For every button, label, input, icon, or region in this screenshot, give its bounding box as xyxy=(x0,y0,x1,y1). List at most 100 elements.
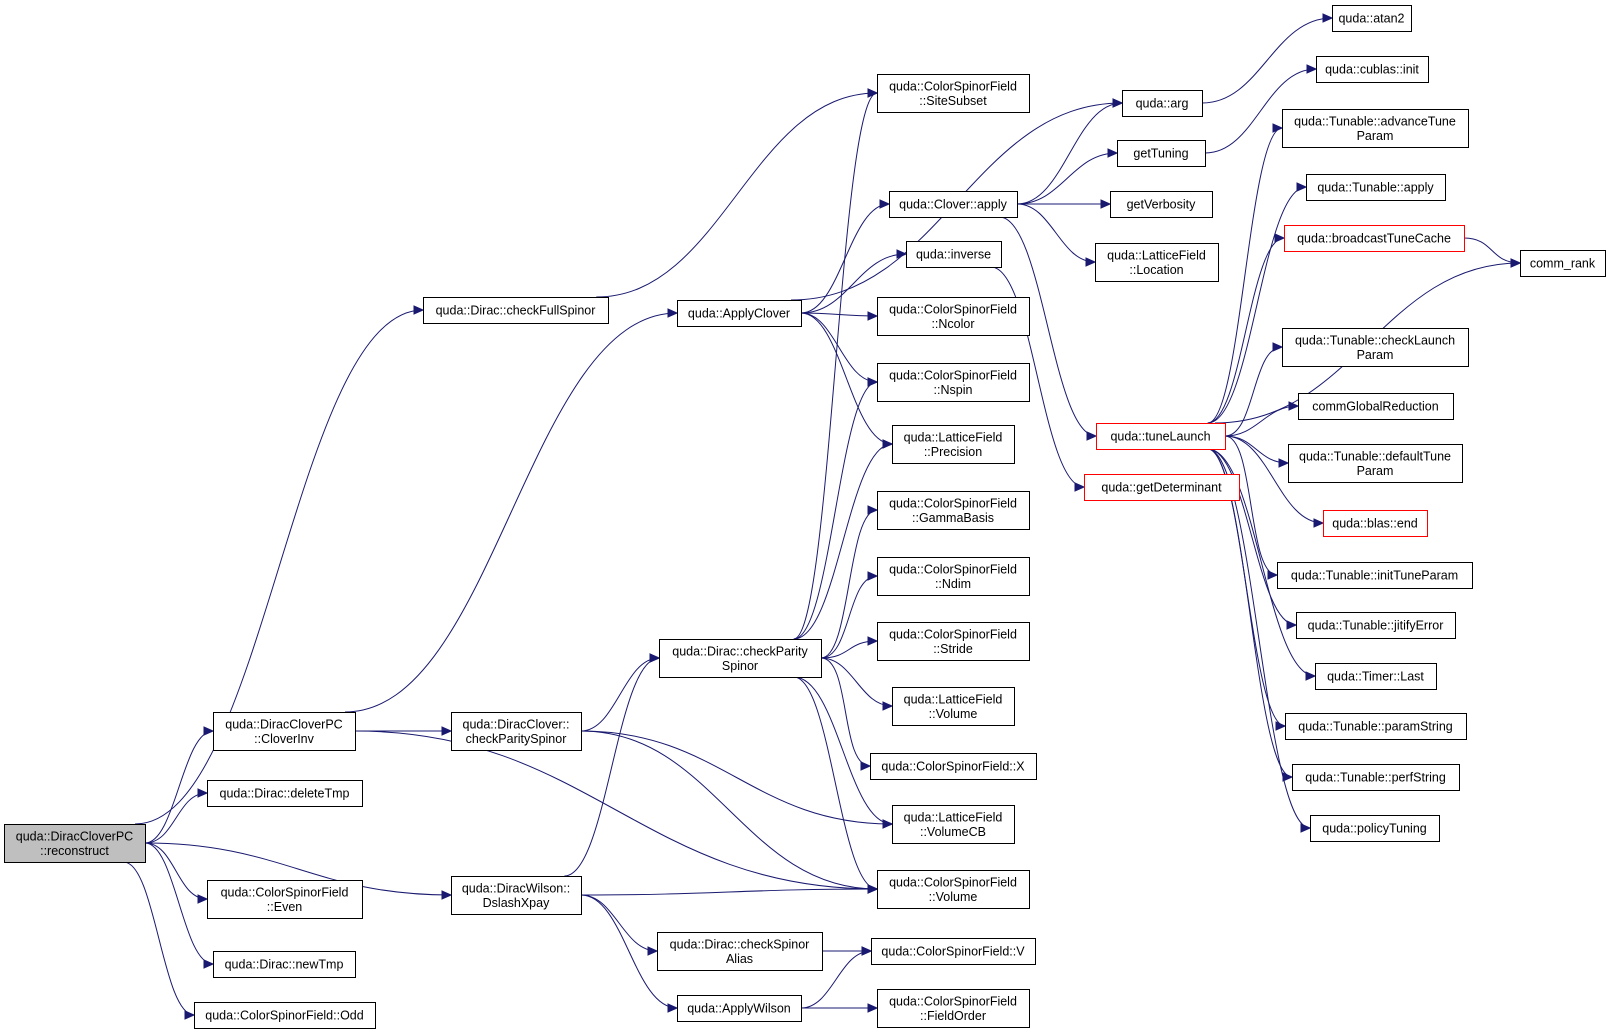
edge-CloverInv-to-CSFVolume xyxy=(354,730,879,894)
node-label: getTuning xyxy=(1133,147,1188,161)
node-getTuning[interactable]: getTuning xyxy=(1117,140,1206,167)
node-atan2[interactable]: quda::atan2 xyxy=(1332,5,1412,32)
edge-line xyxy=(793,676,878,890)
node-Nspin[interactable]: quda::ColorSpinorField::Nspin xyxy=(877,363,1030,402)
node-box xyxy=(1285,713,1467,740)
node-label: comm_rank xyxy=(1530,257,1596,271)
node-CSFV[interactable]: quda::ColorSpinorField::V xyxy=(871,938,1036,965)
node-getVerbosity[interactable]: getVerbosity xyxy=(1110,191,1213,218)
edge-line xyxy=(800,312,893,445)
edge-tuneLaunch-to-timerLast xyxy=(1207,448,1317,681)
edge-arrowhead xyxy=(649,653,661,663)
node-policyTuning[interactable]: quda::policyTuning xyxy=(1310,815,1440,842)
node-cloverCheckParity[interactable]: quda::DiracClover::checkParitySpinor xyxy=(451,712,582,751)
edge-arrowhead xyxy=(867,1003,879,1013)
node-FieldOrder[interactable]: quda::ColorSpinorField::FieldOrder xyxy=(877,989,1030,1028)
node-Ncolor[interactable]: quda::ColorSpinorField::Ncolor xyxy=(877,297,1030,336)
edge-arrowhead xyxy=(1282,772,1294,782)
node-Even[interactable]: quda::ColorSpinorField::Even xyxy=(207,880,363,919)
node-broadcastTuneCache[interactable]: quda::broadcastTuneCache xyxy=(1284,225,1465,252)
node-paramString[interactable]: quda::Tunable::paramString xyxy=(1285,713,1467,740)
node-label: Param xyxy=(1357,348,1394,362)
node-box xyxy=(1282,328,1469,367)
node-ApplyWilson[interactable]: quda::ApplyWilson xyxy=(677,995,802,1022)
edge-arrowhead xyxy=(867,377,879,387)
node-blasEnd[interactable]: quda::blas::end xyxy=(1323,510,1428,537)
node-CloverApply[interactable]: quda::Clover::apply xyxy=(889,191,1018,218)
edge-broadcastTuneCache-to-commRank xyxy=(1463,237,1522,268)
edge-checkParitySpinor-to-Precision xyxy=(793,439,894,640)
edges-layer xyxy=(123,13,1522,1020)
node-SiteSubset[interactable]: quda::ColorSpinorField::SiteSubset xyxy=(877,74,1030,113)
edge-checkParitySpinor-to-CSFX xyxy=(820,657,872,771)
edge-arrowhead xyxy=(1274,233,1286,243)
edge-line xyxy=(1207,237,1285,424)
edge-arrowhead xyxy=(647,946,659,956)
node-timerLast[interactable]: quda::Timer::Last xyxy=(1315,663,1437,690)
node-Stride[interactable]: quda::ColorSpinorField::Stride xyxy=(877,622,1030,661)
node-getDeterminant[interactable]: quda::getDeterminant xyxy=(1084,474,1240,501)
node-label: quda::DiracCloverPC xyxy=(16,829,133,843)
node-box xyxy=(1310,815,1440,842)
edge-root-to-newTmp xyxy=(144,842,215,969)
node-label: quda::Tunable::perfString xyxy=(1305,771,1446,785)
node-newTmp[interactable]: quda::Dirac::newTmp xyxy=(213,951,356,978)
node-label: quda::ColorSpinorField xyxy=(889,496,1017,510)
node-label: Spinor xyxy=(722,659,758,673)
node-label: checkParitySpinor xyxy=(466,732,567,746)
node-perfString[interactable]: quda::Tunable::perfString xyxy=(1292,764,1460,791)
edge-line xyxy=(1207,448,1297,626)
node-Location[interactable]: quda::LatticeField::Location xyxy=(1095,243,1219,282)
node-CloverInv[interactable]: quda::DiracCloverPC::CloverInv xyxy=(213,712,356,751)
node-LFVolume[interactable]: quda::LatticeField::Volume xyxy=(892,687,1015,726)
node-box xyxy=(1292,764,1460,791)
node-label: quda::Dirac::checkParity xyxy=(672,644,808,658)
edge-tuneLaunch-to-policyTuning xyxy=(1207,448,1312,833)
node-checkParitySpinor[interactable]: quda::Dirac::checkParitySpinor xyxy=(659,639,822,678)
node-deleteTmp[interactable]: quda::Dirac::deleteTmp xyxy=(207,780,363,807)
node-box xyxy=(657,932,823,971)
node-GammaBasis[interactable]: quda::ColorSpinorField::GammaBasis xyxy=(877,491,1030,530)
node-label: ::FieldOrder xyxy=(920,1009,986,1023)
node-tunableApply[interactable]: quda::Tunable::apply xyxy=(1306,174,1446,201)
node-box xyxy=(677,995,802,1022)
node-commGlobalReduction[interactable]: commGlobalReduction xyxy=(1298,393,1454,420)
node-label: ::Precision xyxy=(924,445,982,459)
node-Precision[interactable]: quda::LatticeField::Precision xyxy=(892,425,1015,464)
edge-arrowhead xyxy=(1313,518,1325,528)
node-box xyxy=(1282,109,1469,148)
node-box xyxy=(659,639,822,678)
edge-root-to-deleteTmp xyxy=(144,788,209,844)
edge-arrowhead xyxy=(413,305,425,315)
edge-line xyxy=(596,92,878,298)
edge-tuneLaunch-to-tunableApply xyxy=(1207,182,1308,424)
edge-arrowhead xyxy=(1085,257,1097,267)
node-DslashXpay[interactable]: quda::DiracWilson::DslashXpay xyxy=(451,876,582,915)
node-label: quda::DiracCloverPC xyxy=(225,717,342,731)
node-Ndim[interactable]: quda::ColorSpinorField::Ndim xyxy=(877,557,1030,596)
edge-tuneLaunch-to-initTuneParam xyxy=(1224,435,1279,580)
node-CSFX[interactable]: quda::ColorSpinorField::X xyxy=(870,753,1037,780)
edge-arrowhead xyxy=(882,439,894,449)
node-arg[interactable]: quda::arg xyxy=(1122,90,1203,117)
node-checkFullSpinor[interactable]: quda::Dirac::checkFullSpinor xyxy=(423,297,609,324)
node-box xyxy=(877,491,1030,530)
node-commRank[interactable]: comm_rank xyxy=(1520,250,1606,277)
node-jitifyError[interactable]: quda::Tunable::jitifyError xyxy=(1296,612,1456,639)
node-tuneLaunch[interactable]: quda::tuneLaunch xyxy=(1096,423,1226,450)
edge-checkParitySpinor-to-CSFVolume xyxy=(793,676,879,894)
node-Odd[interactable]: quda::ColorSpinorField::Odd xyxy=(194,1002,376,1029)
node-VolumeCB[interactable]: quda::LatticeField::VolumeCB xyxy=(892,805,1015,844)
edge-arrowhead xyxy=(1275,721,1287,731)
node-inverse[interactable]: quda::inverse xyxy=(906,241,1002,268)
node-label: ::Ncolor xyxy=(931,317,974,331)
node-cublasInit[interactable]: quda::cublas::init xyxy=(1316,56,1429,83)
node-root[interactable]: quda::DiracCloverPC::reconstruct xyxy=(4,824,146,863)
node-initTuneParam[interactable]: quda::Tunable::initTuneParam xyxy=(1277,562,1473,589)
node-CSFVolume[interactable]: quda::ColorSpinorField::Volume xyxy=(877,870,1030,909)
node-ApplyClover[interactable]: quda::ApplyClover xyxy=(677,300,802,327)
